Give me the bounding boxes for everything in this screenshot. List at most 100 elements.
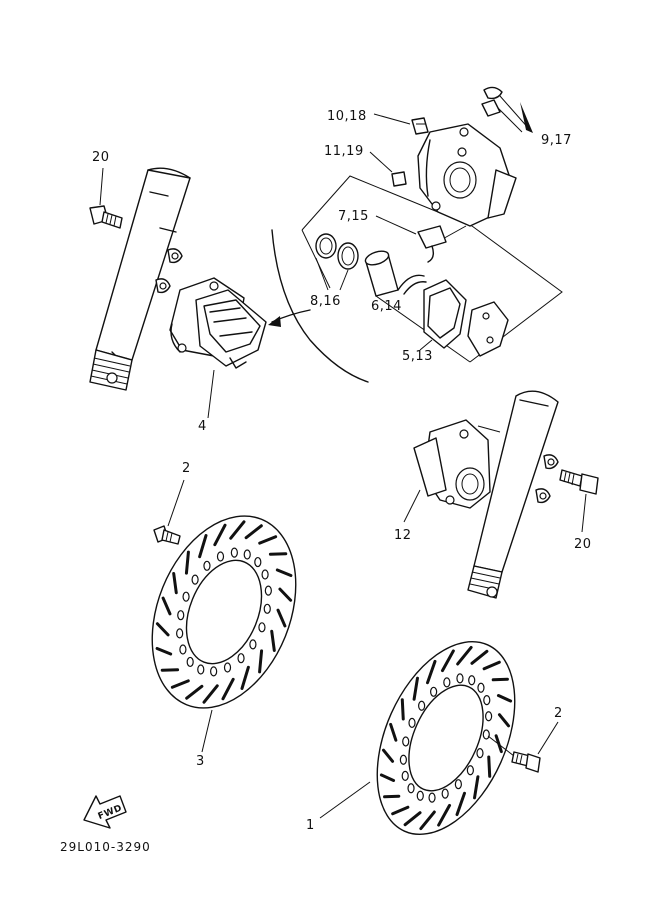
disc-slot: [270, 629, 276, 652]
disc-hole: [428, 792, 436, 803]
disc-hole: [407, 783, 415, 794]
disc-hole: [485, 711, 493, 722]
disc-slot: [258, 535, 278, 545]
disc-hole: [203, 560, 211, 571]
disc-hole: [408, 717, 416, 728]
brake-disc-3: [151, 515, 297, 753]
disc-slot: [213, 523, 227, 547]
disc-slot: [383, 794, 401, 799]
disc-slot: [244, 524, 263, 540]
brake-disc-1: [319, 640, 516, 836]
label-5-13: 5,13: [402, 349, 433, 364]
disc-slot: [497, 713, 511, 728]
brake-pads-5-13: [419, 279, 509, 357]
disc-hole: [176, 628, 184, 639]
disc-slot: [491, 677, 509, 682]
disc-hole: [191, 574, 199, 585]
disc-hole: [182, 591, 190, 602]
disc-slot: [155, 622, 170, 637]
label-11-19: 11,19: [324, 144, 364, 159]
disc-slot: [412, 676, 419, 701]
disc-hole: [468, 675, 476, 686]
bolt-2-top: [153, 479, 185, 545]
disc-hole: [179, 644, 187, 655]
disc-slot: [198, 534, 208, 559]
disc-hole: [401, 770, 409, 781]
bolt-2-bottom: [511, 721, 559, 773]
disc-slot: [456, 645, 473, 666]
disc-hole: [430, 686, 438, 697]
disc-slot: [400, 698, 405, 721]
disc-hole: [416, 790, 424, 801]
label-8-16: 8,16: [310, 294, 341, 309]
right-caliper-12: [403, 419, 501, 523]
disc-hole: [237, 653, 245, 664]
fwd-arrow-icon: [83, 795, 127, 829]
disc-slot: [440, 649, 455, 673]
disc-hole: [216, 551, 225, 562]
disc-slot: [379, 773, 396, 782]
disc-hole: [402, 736, 410, 747]
disc-slot: [185, 684, 204, 700]
seals-8-16: [315, 233, 359, 291]
bolt-20-right: [559, 469, 599, 533]
disc-slot: [487, 755, 492, 778]
disc-slot: [202, 684, 219, 704]
assembly-arrow: [268, 309, 311, 327]
disc-slot: [172, 572, 178, 595]
disc-hole: [254, 556, 262, 568]
disc-slot: [184, 550, 190, 575]
label-1: 1: [306, 818, 315, 833]
disc-hole: [249, 639, 257, 650]
disc-hole: [456, 673, 464, 684]
disc-hole: [197, 664, 205, 675]
bleed-screw-10-18: [373, 113, 429, 135]
disc-slot: [426, 659, 437, 685]
disc-hole: [230, 547, 238, 558]
disc-hole: [483, 695, 491, 706]
disc-slot: [403, 811, 422, 827]
disc-slot: [473, 775, 480, 800]
label-7-15: 7,15: [338, 209, 369, 224]
disc-slot: [258, 649, 264, 674]
label-9-17: 9,17: [541, 133, 572, 148]
clip-6-14: [397, 274, 427, 295]
label-2-top: 2: [182, 461, 191, 476]
disc-slot: [278, 587, 293, 602]
disc-hole: [443, 677, 451, 688]
disc-slot: [381, 748, 395, 763]
disc-slot: [496, 694, 513, 703]
disc-slot: [455, 791, 466, 817]
disc-hole: [482, 729, 490, 740]
label-4: 4: [198, 419, 207, 434]
disc-slot: [240, 665, 250, 690]
disc-hole: [454, 779, 462, 790]
disc-slot: [221, 677, 235, 701]
disc-hole: [441, 788, 449, 799]
disc-hole: [261, 569, 269, 580]
disc-hole: [418, 700, 426, 711]
cap-11-19: [369, 151, 407, 187]
disc-slot: [161, 596, 172, 616]
disc-hole: [466, 765, 474, 776]
disc-hole: [263, 603, 271, 614]
disc-slot: [391, 805, 410, 816]
label-6-14: 6,14: [371, 299, 402, 314]
disc-hole: [177, 610, 185, 621]
diagram-code: 29L010-3290: [60, 840, 151, 854]
disc-slot: [437, 803, 452, 827]
disc-slot: [170, 679, 190, 689]
label-20-right: 20: [574, 537, 592, 552]
disc-slot: [275, 568, 293, 578]
caliper-body-detail: [417, 123, 517, 247]
disc-hole: [223, 662, 232, 673]
disc-slot: [482, 660, 501, 671]
disc-slot: [389, 722, 398, 742]
disc-hole: [264, 585, 272, 596]
disc-slot: [419, 810, 436, 831]
disc-hole: [243, 549, 251, 560]
disc-slot: [229, 520, 246, 540]
spring-7-15: [375, 215, 447, 263]
disc-slot: [276, 608, 287, 628]
bolt-20-left: [89, 167, 123, 229]
